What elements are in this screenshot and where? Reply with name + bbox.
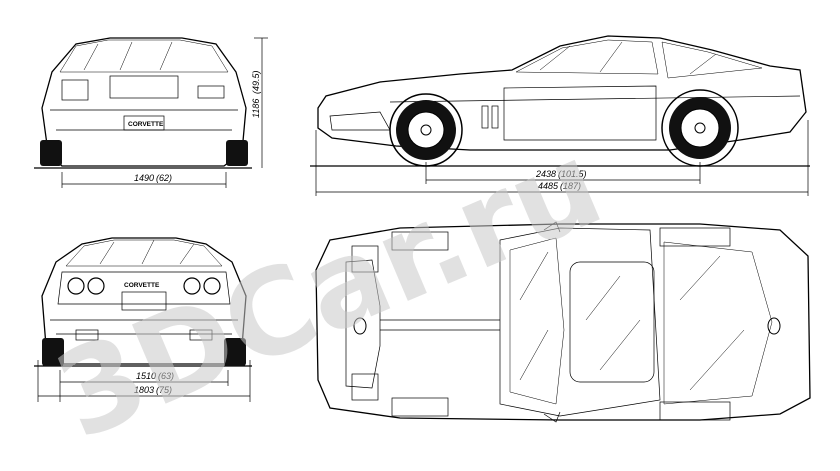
front-hood-vents xyxy=(109,75,179,99)
side-view: 2438 (101.5) 4485 (187) xyxy=(310,35,810,196)
top-headlamp-right xyxy=(351,373,379,401)
front-headlamp-left xyxy=(61,79,89,101)
top-roof-panel xyxy=(569,261,655,383)
side-front-bumper xyxy=(329,111,391,131)
top-front-emblem xyxy=(353,317,367,335)
front-view: CORVETTE 1490 (62) 1186 (49.5) xyxy=(34,37,268,188)
front-height-label: 1186 xyxy=(251,99,261,118)
front-tire-left xyxy=(40,140,62,166)
rear-track-inch: (63) xyxy=(158,371,174,381)
rear-taillight-1 xyxy=(67,277,85,295)
rear-badge-text: CORVETTE xyxy=(124,282,160,289)
top-mirror-left xyxy=(543,221,561,233)
rear-glass xyxy=(65,239,223,267)
top-windshield xyxy=(509,237,565,405)
front-tire-right xyxy=(226,140,248,166)
front-width-label: 1490 xyxy=(134,173,154,183)
front-headlamp-right xyxy=(197,85,225,99)
rear-taillight-3 xyxy=(183,277,201,295)
side-vent-1 xyxy=(481,105,489,129)
side-wheelbase-label: 2438 xyxy=(535,169,556,179)
top-rear-wheel-left xyxy=(659,227,731,247)
top-body-outline xyxy=(315,223,811,421)
side-rear-glass xyxy=(661,41,763,79)
top-rear-emblem xyxy=(767,317,781,335)
top-rear-glass xyxy=(663,241,773,405)
side-wheelbase-inch: (101.5) xyxy=(558,169,587,179)
rear-plate xyxy=(121,291,167,311)
top-view xyxy=(315,221,811,423)
top-rear-wheel-right xyxy=(659,401,731,421)
rear-exhaust-left xyxy=(75,329,99,341)
front-badge-text: CORVETTE xyxy=(128,121,164,128)
rear-view: CORVETTE 1510 (63) 1803 (75) xyxy=(34,237,252,402)
front-body-outline xyxy=(41,37,247,167)
top-front-wheel-right xyxy=(391,397,449,417)
side-character-line xyxy=(389,95,801,103)
rear-width-inch: (75) xyxy=(156,385,172,395)
side-window xyxy=(515,39,659,75)
top-mirror-right xyxy=(543,411,561,423)
rear-taillight-4 xyxy=(203,277,221,295)
top-hood-scoop xyxy=(345,259,381,389)
side-vent-2 xyxy=(491,105,499,129)
rear-bumper-lines xyxy=(50,319,238,335)
top-headlamp-left xyxy=(351,245,379,273)
rear-fascia xyxy=(57,271,231,305)
front-plate xyxy=(123,115,165,131)
rear-track-label: 1510 xyxy=(136,371,156,381)
rear-taillight-2 xyxy=(87,277,105,295)
side-door xyxy=(503,85,657,141)
rear-width-label: 1803 xyxy=(134,385,154,395)
side-length-label: 4485 xyxy=(538,181,559,191)
watermark-text: 3DCar.ru xyxy=(37,114,620,466)
top-front-wheel-left xyxy=(391,231,449,251)
front-width-inch: (62) xyxy=(156,173,172,183)
front-height-inch: (49.5) xyxy=(251,70,261,94)
front-windshield xyxy=(59,39,229,73)
top-cabin-outline xyxy=(499,227,661,417)
rear-tire-right xyxy=(224,338,246,366)
rear-exhaust-right xyxy=(189,329,213,341)
rear-tire-left xyxy=(42,338,64,366)
side-length-inch: (187) xyxy=(560,181,581,191)
